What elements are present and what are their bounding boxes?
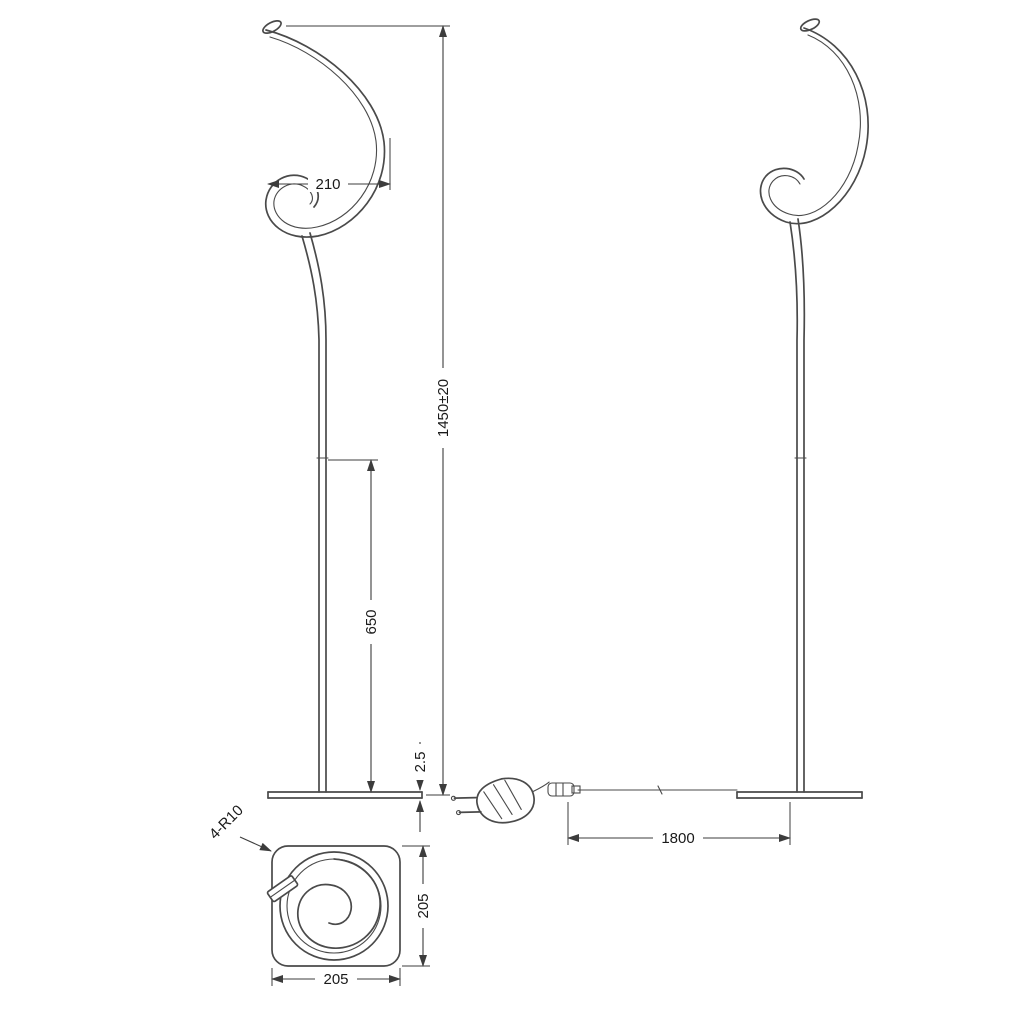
spiral-outer-ring-top [279, 851, 389, 961]
dim-label-pole-height: 650 [363, 609, 380, 634]
dim-label-spiral-width: 210 [315, 176, 340, 193]
dim-label-base-width: 205 [323, 971, 348, 988]
dim-label-corner-radius: 4-R10 [206, 802, 247, 843]
dimension-cable-length: 1800 [567, 802, 791, 847]
spiral-ribbon-outer-side [759, 27, 869, 225]
dimension-spiral-width: 210 [267, 138, 391, 193]
base-plan-drawing [266, 845, 401, 967]
base-plate-outline-top [271, 845, 401, 967]
base-plate-side [736, 791, 863, 799]
dimension-base-depth: 205 [402, 845, 432, 967]
front-view: 210 1450±20 650 2 [262, 19, 452, 832]
power-plug-drawing [450, 777, 550, 824]
stem-left-edge-side [789, 221, 799, 793]
dim-label-total-height: 1450±20 [435, 379, 452, 437]
lamp-head-front [262, 19, 282, 35]
spiral-ribbon-inner-front [269, 36, 378, 229]
dimension-base-thickness: 2.5 [411, 742, 429, 832]
dimension-pole-height: 650 [328, 459, 380, 793]
stem-right-edge-front [309, 232, 327, 793]
dimension-total-height: 1450±20 [286, 25, 452, 796]
spiral-curl-top [297, 858, 381, 949]
dim-label-base-depth: 205 [415, 893, 432, 918]
dimension-base-width: 205 [271, 968, 401, 988]
cord-connector-drawing [547, 782, 581, 797]
spiral-ribbon-outer-front [265, 29, 386, 238]
spiral-lamp-front-drawing [262, 19, 423, 799]
lamp-head-top [266, 875, 299, 903]
base-plate-front [267, 791, 423, 799]
dim-label-base-thickness: 2.5 [412, 752, 429, 773]
lamp-head-side [799, 18, 821, 32]
annotation-corner-radius: 4-R10 [206, 802, 272, 852]
spiral-ribbon-inner-side [768, 34, 861, 217]
stem-left-edge-front [301, 235, 320, 793]
spiral-lamp-side-drawing [736, 18, 869, 799]
dim-label-cable-length: 1800 [661, 830, 694, 847]
stem-right-edge-side [797, 218, 806, 793]
side-view: 1800 [450, 18, 869, 847]
top-view: 4-R10 205 205 [206, 802, 432, 988]
power-cord-drawing [450, 777, 738, 824]
